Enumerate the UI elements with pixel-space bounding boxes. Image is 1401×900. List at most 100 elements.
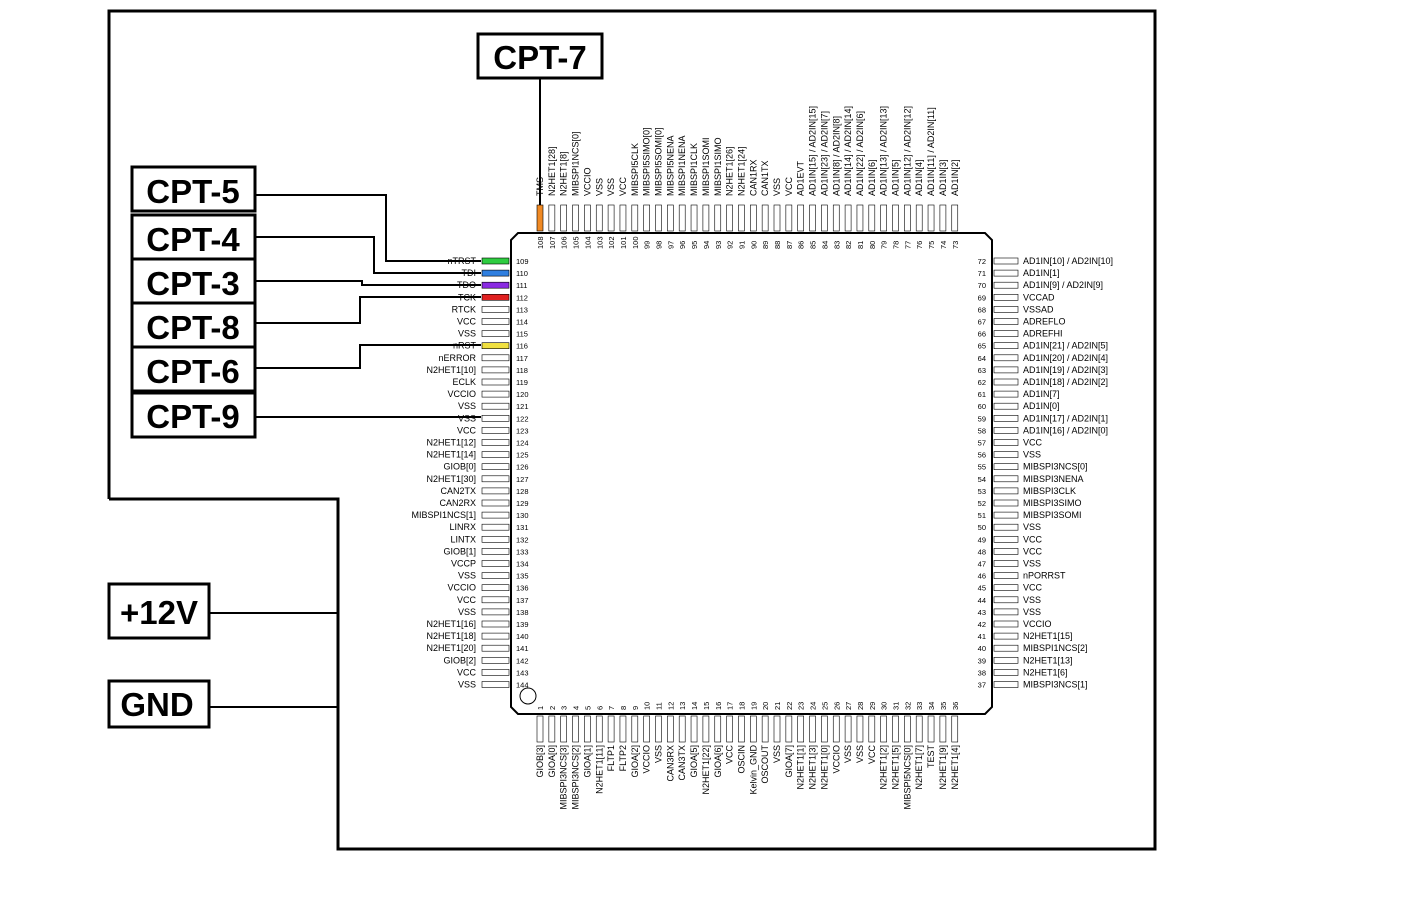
pin-105: MIBSPI1NCS[0]105 bbox=[571, 131, 581, 249]
pin-130: MIBSPI1NCS[1]130 bbox=[411, 510, 528, 520]
pin-pad bbox=[726, 715, 733, 743]
pin-59: AD1IN[17] / AD2IN[1]59 bbox=[978, 413, 1108, 423]
pin-name-vss: VSS bbox=[1023, 595, 1041, 605]
pin-name-vss: VSS bbox=[654, 745, 664, 763]
pin-pad bbox=[481, 402, 510, 410]
pin-pad bbox=[481, 535, 510, 543]
pin-pad bbox=[536, 715, 544, 743]
connector-cpt9: CPT-9 bbox=[130, 391, 257, 439]
pin-name-vss: VSS bbox=[606, 178, 616, 196]
pin-name-tdo: TDO bbox=[457, 280, 476, 290]
pin-pad bbox=[481, 378, 510, 386]
pin-pad bbox=[481, 596, 510, 604]
pin-number: 16 bbox=[714, 702, 723, 710]
pin-number: 97 bbox=[666, 241, 675, 249]
pin-name-vcc: VCC bbox=[725, 745, 735, 765]
pin-name-nporrst: nPORRST bbox=[1023, 571, 1066, 581]
pin-16: GIOA[6]16 bbox=[713, 702, 723, 778]
pin-name-vss: VSS bbox=[458, 571, 476, 581]
wire-cpt6-nrst bbox=[255, 344, 481, 369]
pin-140: N2HET1[18]140 bbox=[426, 631, 528, 641]
pin-number: 143 bbox=[516, 668, 529, 677]
pin-15: N2HET1[22]15 bbox=[701, 702, 711, 795]
wire-cpt3-tdo bbox=[255, 280, 481, 286]
connector-cpt3-label: CPT-3 bbox=[146, 265, 240, 302]
pins-right: AD1IN[10] / AD2IN[10]72AD1IN[1]71AD1IN[9… bbox=[978, 256, 1113, 690]
pin-name-ad1evt: AD1EVT bbox=[796, 160, 806, 196]
pin-pad bbox=[481, 572, 510, 579]
pin-62: AD1IN[18] / AD2IN[2]62 bbox=[978, 377, 1108, 387]
pin-name-test: TEST bbox=[926, 745, 936, 769]
pin-name-ad1in-6: AD1IN[6] bbox=[867, 159, 877, 196]
pin-pad bbox=[481, 487, 510, 495]
pin-number: 25 bbox=[820, 702, 829, 710]
pin-number: 7 bbox=[607, 706, 616, 710]
pin-name-ad1in-8-ad2in-8: AD1IN[8] / AD2IN[8] bbox=[831, 116, 841, 196]
pin-pad bbox=[481, 669, 510, 676]
pin-pad bbox=[481, 620, 510, 628]
pin-number: 13 bbox=[678, 702, 687, 710]
pin-number: 66 bbox=[978, 330, 986, 339]
connector-gnd-label: GND bbox=[120, 686, 193, 723]
pin-75: AD1IN[11] / AD2IN[11]75 bbox=[926, 107, 936, 249]
pin-pad bbox=[481, 330, 510, 337]
pin-number: 126 bbox=[516, 463, 529, 472]
pin-pad bbox=[993, 330, 1019, 337]
pin-name-mibspi1ncs-1: MIBSPI1NCS[1] bbox=[411, 510, 476, 520]
pin-number: 79 bbox=[880, 241, 889, 249]
pin-number: 107 bbox=[548, 236, 557, 249]
pin-number: 59 bbox=[978, 414, 986, 423]
pin-pad bbox=[880, 715, 887, 743]
pin-name-can3rx: CAN3RX bbox=[665, 745, 675, 782]
connector-cpt7-label: CPT-7 bbox=[493, 39, 587, 76]
pin-number: 28 bbox=[856, 702, 865, 710]
pin-number: 57 bbox=[978, 439, 986, 448]
pin-name-n2het1-6: N2HET1[6] bbox=[1023, 667, 1068, 677]
pin-number: 15 bbox=[702, 702, 711, 710]
pin-name-ad1in-5: AD1IN[5] bbox=[891, 159, 901, 196]
pin-pad bbox=[714, 715, 722, 743]
pin-80: AD1IN[6]80 bbox=[867, 159, 877, 249]
pin-name-vss: VSS bbox=[458, 680, 476, 690]
pin-pad bbox=[481, 656, 510, 664]
pin-number: 50 bbox=[978, 523, 986, 532]
pin-pad bbox=[951, 204, 959, 232]
wire-cpt8-tck bbox=[255, 296, 481, 324]
pin-pad bbox=[481, 681, 510, 688]
pin-name-fltp2: FLTP2 bbox=[618, 745, 628, 771]
pin-name-vcc: VCC bbox=[1023, 583, 1043, 593]
pin-pad bbox=[993, 281, 1019, 289]
pin-number: 20 bbox=[761, 702, 770, 710]
pin-number: 33 bbox=[915, 702, 924, 710]
pin-number: 72 bbox=[978, 257, 986, 266]
pin-pad bbox=[481, 318, 510, 325]
pin-pad bbox=[832, 715, 840, 743]
connector-wires bbox=[209, 78, 541, 708]
pin-number: 26 bbox=[832, 702, 841, 710]
pin-name-ntrst: nTRST bbox=[447, 256, 476, 266]
pin-name-vssad: VSSAD bbox=[1023, 304, 1054, 314]
connector-labels: CPT-7 CPT-5 CPT-4 CPT-3 CPT-8 CPT-6 CPT-… bbox=[107, 32, 604, 729]
pin-pad bbox=[880, 204, 887, 232]
pin-name-rtck: RTCK bbox=[452, 304, 476, 314]
pin-61: AD1IN[7]61 bbox=[978, 389, 1060, 399]
pin-name-tms: TMS bbox=[535, 177, 545, 196]
pin-99: MIBSPI5SIMO[0]99 bbox=[642, 127, 652, 249]
pin-pad bbox=[993, 402, 1019, 410]
pin-number: 8 bbox=[619, 706, 628, 710]
pin-name-ad1in-20-ad2in-4: AD1IN[20] / AD2IN[4] bbox=[1023, 353, 1108, 363]
pin-name-vss: VSS bbox=[594, 178, 604, 196]
pin-name-adreflo: ADREFLO bbox=[1023, 317, 1066, 327]
